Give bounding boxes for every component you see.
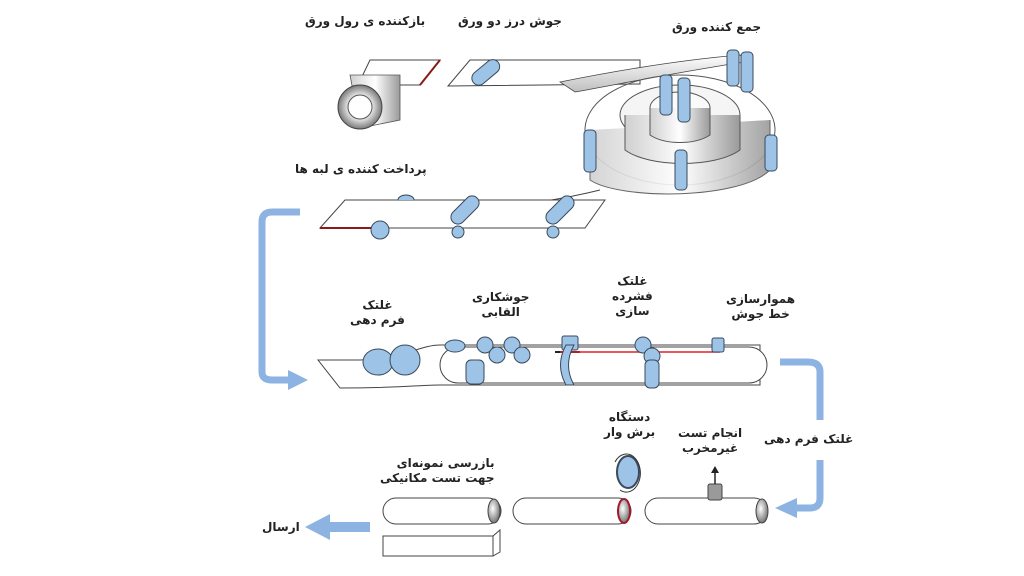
label-weld-smoothing: هموارسازی خط جوش: [726, 292, 796, 321]
label-arc-welding: جوشکاری القابی: [472, 290, 530, 319]
label-strip-welding: جوش درز دو ورق: [458, 14, 562, 28]
label-forming-roller-side: غلتک فرم دهی: [764, 432, 854, 446]
label-shipping: ارسال: [262, 520, 300, 534]
shipping-arrow: [305, 514, 370, 540]
pipe-ndt: [644, 466, 769, 525]
label-forming-roller: غلتک فرم دهی: [350, 298, 405, 327]
label-edge-milling: پرداخت کننده ی لبه ها: [295, 162, 427, 176]
forming-rollers: [362, 335, 725, 389]
decoiler-coil: [337, 59, 442, 130]
flow-arrow-right: [775, 358, 824, 518]
label-sample-inspection: بازرسی نمونه‌ای جهت تست مکانیکی: [380, 456, 495, 485]
flow-arrow-left: [258, 208, 308, 390]
label-ndt: انجام تست غیرمخرب: [678, 426, 743, 455]
accumulator: [479, 49, 778, 211]
edge-milling-station: [318, 194, 606, 240]
pipe-cut: [512, 453, 641, 525]
label-cutting-machine: دستگاه برش وار: [604, 410, 656, 439]
guide-rollers: [583, 49, 778, 191]
weld-roller: [471, 59, 501, 86]
label-pressure-roller: غلتک فشرده سازی: [612, 274, 653, 318]
label-decoiler: بازکننده ی رول ورق: [305, 14, 426, 28]
forming-line: [316, 335, 768, 389]
pipe-sample: [382, 497, 502, 557]
label-accumulator: جمع کننده ورق: [672, 20, 762, 34]
